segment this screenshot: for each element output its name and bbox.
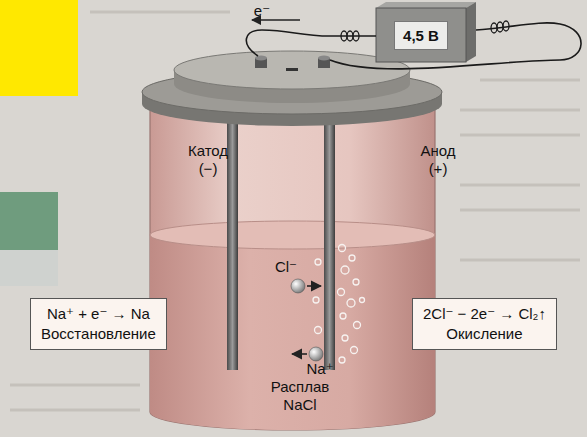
node-subtext: Окисление: [423, 324, 546, 344]
minus-sign: [286, 68, 298, 71]
melt-label: Расплав NaCl: [263, 378, 337, 414]
node-text: Na⁺ + e⁻ → Na: [41, 304, 156, 324]
node-text: 2Cl⁻ − 2e⁻ → Cl₂↑: [423, 304, 546, 324]
terminal: [318, 56, 330, 69]
chlorine-bubbles: [313, 245, 365, 364]
sodium-ion: [309, 347, 323, 361]
margin-patch: [0, 192, 58, 250]
ion-arrow: [307, 285, 321, 287]
electron-label: e⁻: [247, 2, 277, 20]
battery-label: 4,5 В: [394, 21, 448, 50]
node-subtext: Восстановление: [41, 324, 156, 344]
node-text: 4,5 В: [403, 27, 439, 44]
lid-top: [174, 51, 410, 89]
molten-salt: [150, 235, 435, 430]
ion-label: Na⁺: [305, 360, 335, 378]
cathode-rod: [227, 95, 238, 370]
battery-top: [376, 2, 476, 8]
ion-label: Cl⁻: [271, 258, 301, 276]
highlight-patch: [0, 0, 78, 96]
battery-body: [376, 8, 466, 62]
electrode-label: Анод (+): [411, 142, 465, 178]
reaction-box: 2Cl⁻ − 2e⁻ → Cl₂↑Окисление: [412, 298, 557, 350]
chloride-ion: [291, 279, 305, 293]
anode-rod: [324, 95, 335, 370]
margin-patch: [0, 250, 58, 286]
reaction-box: Na⁺ + e⁻ → NaВосстановление: [30, 298, 167, 350]
glass-vessel: [150, 95, 435, 430]
terminal: [255, 56, 267, 69]
melt-surface: [150, 221, 435, 249]
ion-arrow: [292, 353, 307, 355]
electron-flow-arrow: [252, 19, 300, 21]
battery-side: [466, 2, 476, 62]
electrode-label: Катод (−): [179, 142, 237, 178]
